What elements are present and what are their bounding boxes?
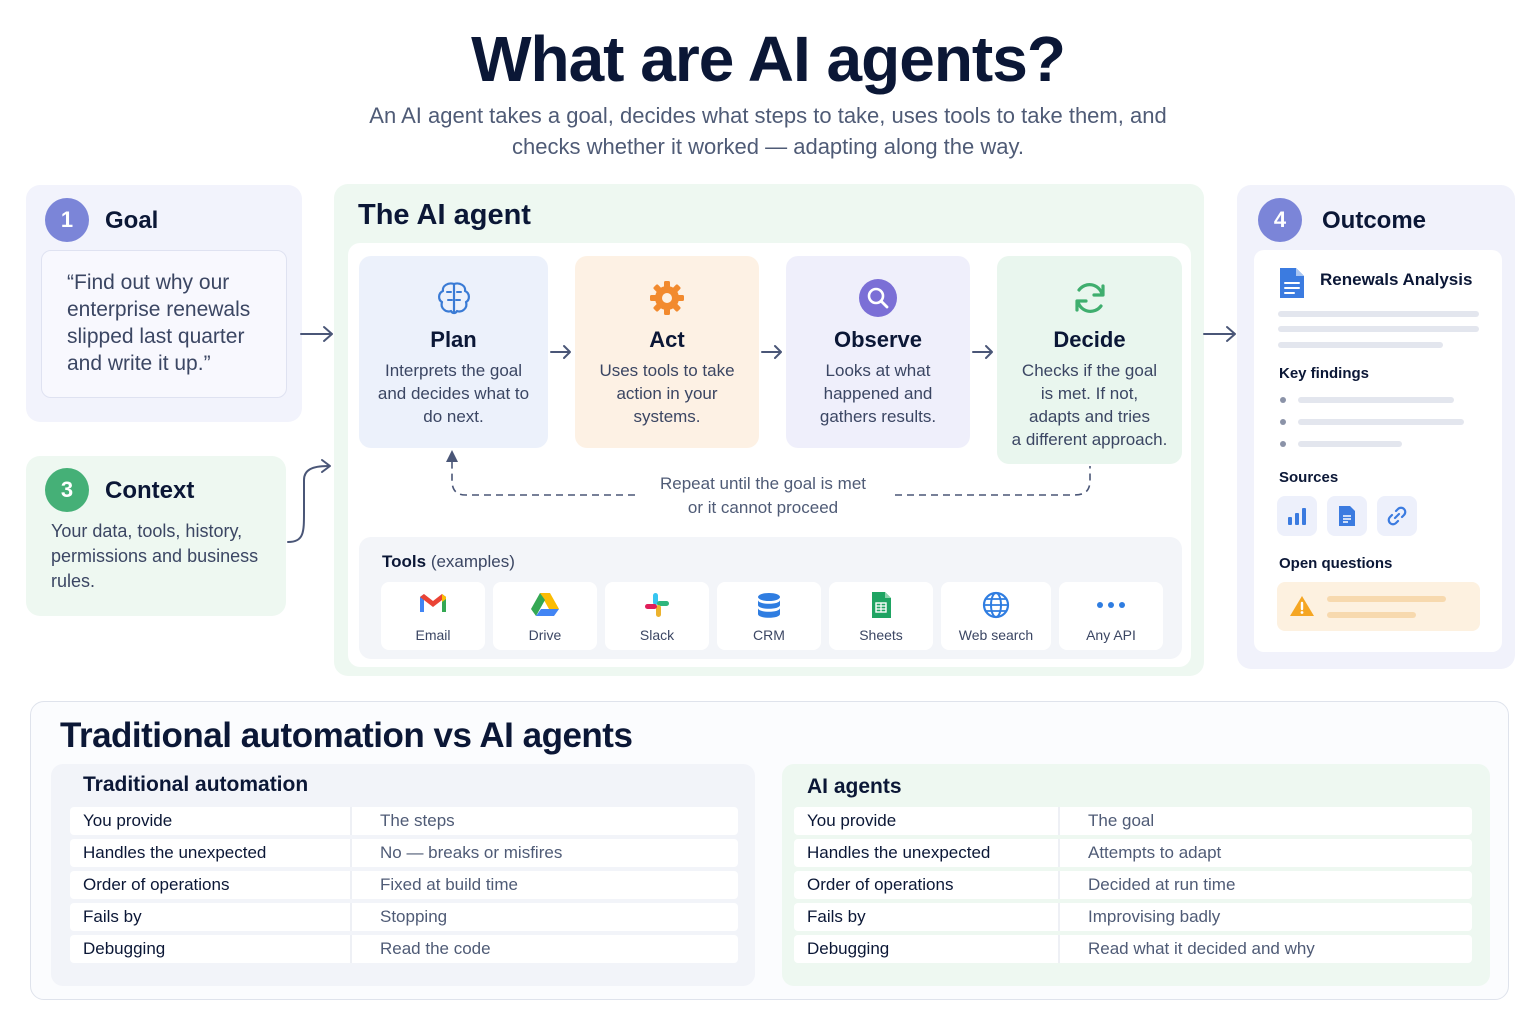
act-to-observe-arrow-icon	[761, 345, 782, 359]
observe-to-decide-arrow-icon	[972, 345, 993, 359]
source-chart-tile[interactable]	[1277, 496, 1317, 536]
step-plan-name: Plan	[430, 327, 477, 352]
page-subtitle: An AI agent takes a goal, decides what s…	[369, 103, 1167, 159]
repeat-loop-label: Repeat until the goal is met or it canno…	[659, 474, 866, 517]
step-plan-description: Interprets the goal and decides what to …	[377, 361, 530, 426]
goal-heading: Goal	[105, 207, 159, 234]
tool-sheets: Sheets	[829, 582, 933, 650]
placeholder-line	[1298, 441, 1402, 447]
step-decide-description: Checks if the goal is met. If not, adapt…	[1011, 361, 1168, 449]
table-row: Debugging Read the code	[70, 935, 738, 963]
table-row: Handles the unexpected No — breaks or mi…	[70, 839, 738, 867]
database-icon	[758, 593, 780, 618]
dots-icon	[1097, 602, 1125, 608]
tool-web-search: Web search	[941, 582, 1051, 650]
traditional-automation-heading: Traditional automation	[83, 773, 309, 796]
bar-chart-icon	[1288, 508, 1306, 525]
table-row: You provide The steps	[70, 807, 738, 835]
step-observe-name: Observe	[833, 327, 923, 352]
placeholder-line	[1298, 397, 1454, 403]
goal-quote: “Find out why our enterprise renewals sl…	[41, 250, 287, 398]
magnifier-icon	[859, 279, 897, 317]
goal-to-agent-arrow-icon	[300, 326, 333, 342]
context-heading: Context	[105, 477, 195, 504]
slack-icon	[645, 593, 669, 617]
tool-any-api: Any API	[1059, 582, 1163, 650]
table-row: You provide The goal	[794, 807, 1472, 835]
globe-icon	[982, 591, 1010, 619]
table-row: Handles the unexpected Attempts to adapt	[794, 839, 1472, 867]
brain-icon	[437, 282, 470, 315]
placeholder-line	[1278, 326, 1479, 332]
agent-heading: The AI agent	[358, 199, 531, 231]
step-act-description: Uses tools to take action in your system…	[599, 361, 735, 426]
bullet-dot	[1280, 441, 1286, 447]
open-questions-label: Open questions	[1279, 555, 1393, 572]
key-findings-label: Key findings	[1279, 365, 1370, 382]
context-number-badge: 3	[45, 468, 89, 512]
table-row: Debugging Read what it decided and why	[794, 935, 1472, 963]
page-title: What are AI agents?	[471, 23, 1066, 95]
table-row: Order of operations Fixed at build time	[70, 871, 738, 899]
source-link-tile[interactable]	[1377, 496, 1417, 536]
tool-drive: Drive	[493, 582, 597, 650]
sources-label: Sources	[1279, 469, 1339, 486]
gmail-icon	[420, 594, 446, 612]
document-icon	[1280, 268, 1304, 298]
comparison-title: Traditional automation vs AI agents	[60, 716, 633, 755]
step-decide-name: Decide	[1053, 327, 1126, 352]
agent-to-outcome-arrow-icon	[1203, 326, 1236, 342]
ai-agents-heading: AI agents	[807, 775, 902, 798]
outcome-number-badge: 4	[1258, 198, 1302, 242]
step-plan: Plan Interprets the goal and decides wha…	[359, 256, 548, 448]
repeat-loop-arrow-icon	[446, 450, 1091, 496]
drive-icon	[531, 593, 559, 616]
sheets-icon	[872, 592, 891, 618]
placeholder-line	[1278, 342, 1443, 348]
table-row: Order of operations Decided at run time	[794, 871, 1472, 899]
refresh-icon	[1074, 283, 1105, 313]
placeholder-line	[1327, 612, 1416, 618]
bullet-dot	[1280, 397, 1286, 403]
document-icon	[1339, 506, 1355, 526]
traditional-automation-table: You provide The steps Handles the unexpe…	[70, 807, 738, 963]
bullet-dot	[1280, 419, 1286, 425]
outcome-document-title: Renewals Analysis	[1320, 270, 1473, 289]
gear-icon	[650, 281, 684, 315]
table-row: Fails by Stopping	[70, 903, 738, 931]
source-document-tile[interactable]	[1327, 496, 1367, 536]
step-act: Act Uses tools to take action in your sy…	[575, 256, 759, 448]
placeholder-line	[1327, 596, 1446, 602]
context-to-agent-arrow-icon	[287, 459, 331, 543]
tools-label: Tools (examples)	[382, 552, 515, 571]
step-observe: Observe Looks at what happened and gathe…	[786, 256, 970, 448]
step-decide: Decide Checks if the goal is met. If not…	[997, 256, 1182, 464]
ai-agents-table: You provide The goal Handles the unexpec…	[794, 807, 1472, 963]
tool-slack: Slack	[605, 582, 709, 650]
plan-to-act-arrow-icon	[550, 345, 571, 359]
tool-email: Email	[381, 582, 485, 650]
step-act-name: Act	[649, 327, 685, 352]
tool-crm: CRM	[717, 582, 821, 650]
step-observe-description: Looks at what happened and gathers resul…	[819, 361, 937, 426]
outcome-heading: Outcome	[1322, 207, 1427, 234]
placeholder-line	[1298, 419, 1464, 425]
table-row: Fails by Improvising badly	[794, 903, 1472, 931]
goal-number-badge: 1	[45, 198, 89, 242]
link-icon	[1387, 506, 1407, 526]
context-description: Your data, tools, history, permissions a…	[51, 521, 259, 591]
warning-icon	[1290, 596, 1314, 616]
placeholder-line	[1278, 311, 1479, 317]
open-questions-warning	[1277, 582, 1480, 631]
